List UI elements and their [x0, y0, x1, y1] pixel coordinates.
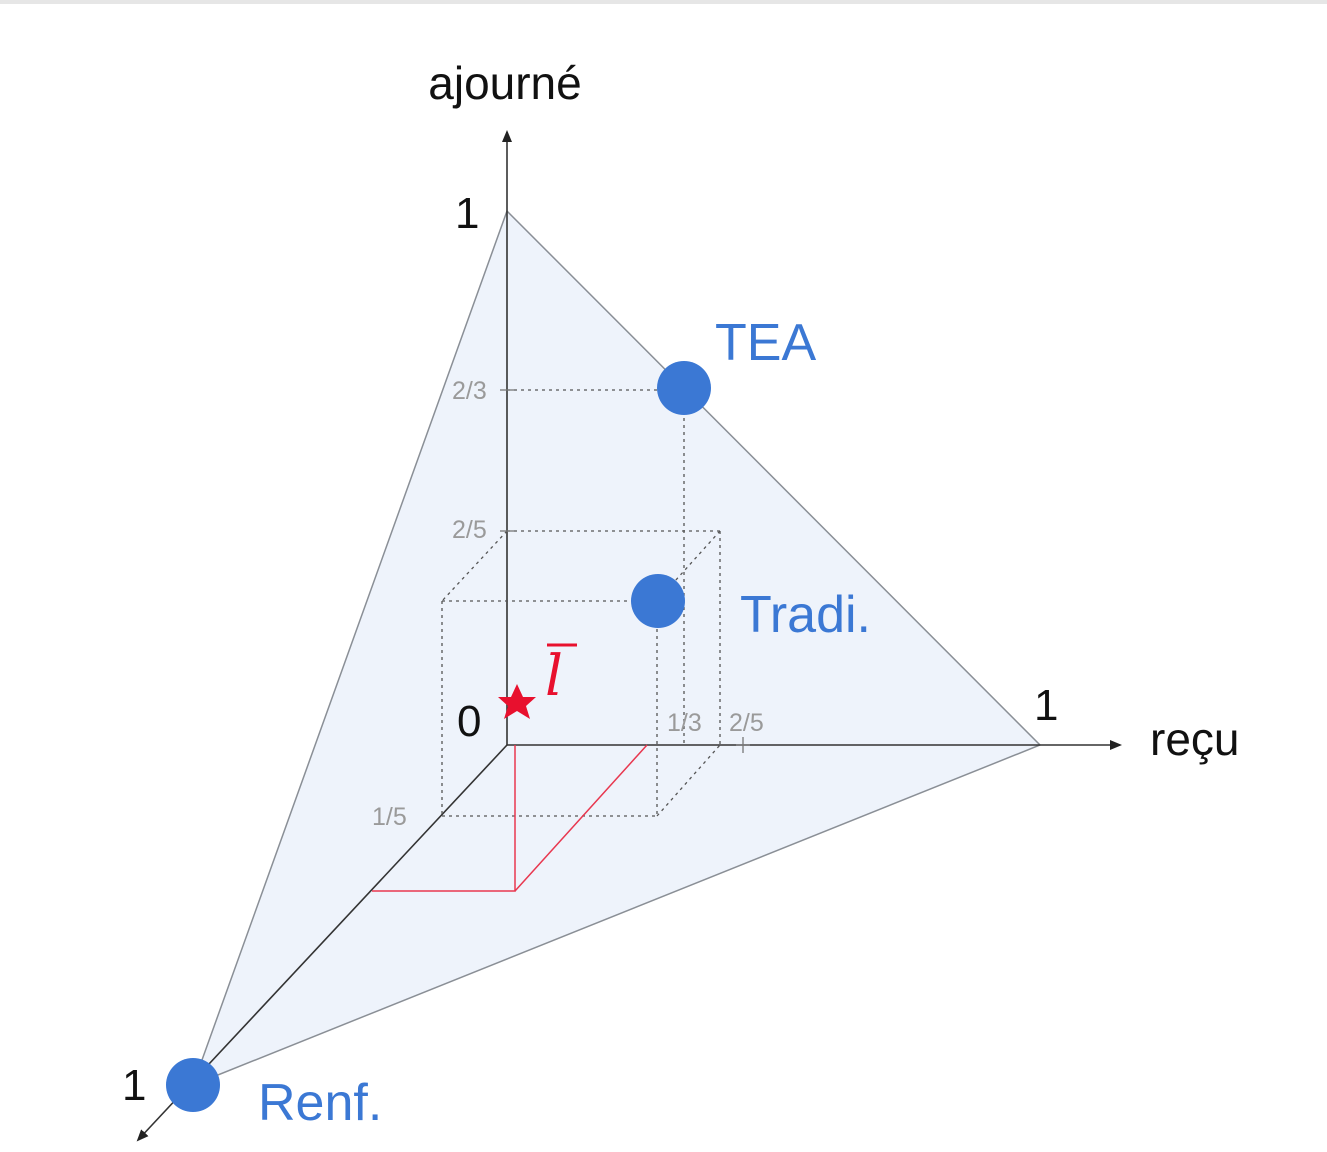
- tradi-point: [631, 574, 685, 628]
- renf-point: [166, 1058, 220, 1112]
- tick-label-vertical-2-3: 2/3: [452, 377, 487, 405]
- origin-label: 0: [457, 697, 481, 746]
- tradi-label: Tradi.: [740, 586, 871, 644]
- renf-label: Renf.: [258, 1074, 382, 1132]
- tradi-guide-box: [441, 530, 721, 817]
- mean-projection-diagonal: [514, 744, 648, 892]
- mean-label: l: [545, 644, 563, 709]
- tea-label: TEA: [715, 314, 816, 372]
- tea-point: [657, 361, 711, 415]
- tea-guides: [507, 389, 685, 745]
- mean-star-icon: [498, 684, 536, 719]
- tick-label-depth-1-5: 1/5: [372, 803, 407, 831]
- simplex-plane: [191, 209, 1042, 1087]
- tick-marks: [500, 389, 750, 753]
- tick-label-horizontal-1-3: 1/3: [667, 709, 702, 737]
- depth-unit-label: 1: [122, 1061, 146, 1110]
- vertical-unit-label: 1: [455, 189, 479, 238]
- tick-label-horizontal-2-5: 2/5: [729, 709, 764, 737]
- tick-label-vertical-2-5: 2/5: [452, 516, 487, 544]
- horizontal-unit-label: 1: [1034, 681, 1058, 730]
- top-strip: [0, 0, 1327, 4]
- vertical-axis-title: ajourné: [428, 57, 581, 109]
- horizontal-axis-title: reçu: [1150, 713, 1239, 765]
